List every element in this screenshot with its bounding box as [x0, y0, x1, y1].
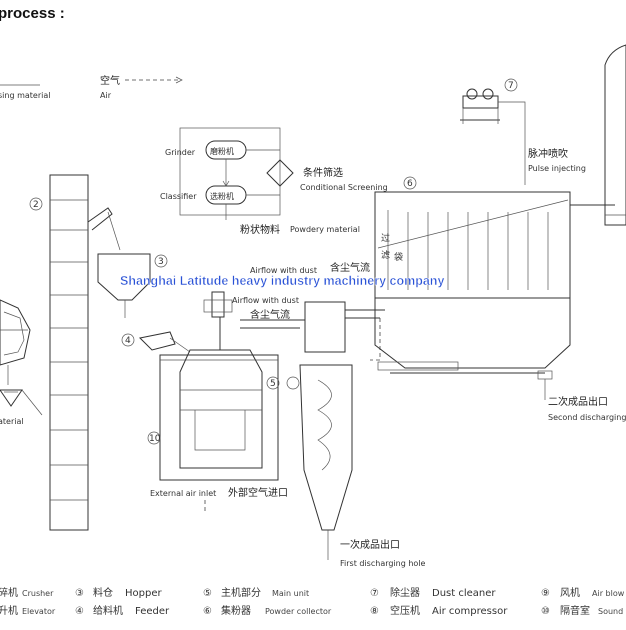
legend-air-blow-en: Air blow	[592, 589, 625, 598]
legend-main-unit-cn: 主机部分	[221, 586, 261, 599]
crusher	[0, 299, 43, 416]
pulse-label-en: Pulse injecting	[528, 164, 586, 173]
second-discharge-valve	[537, 370, 553, 380]
filter-cn-3: 袋	[394, 251, 403, 263]
sound-room	[159, 354, 279, 481]
legend-hopper-en: Hopper	[125, 588, 162, 599]
marker-10	[147, 431, 161, 445]
marker-10-label: 10	[149, 434, 161, 444]
crushing-material-label: sing material	[0, 91, 50, 100]
marker-3	[154, 254, 168, 268]
marker-8	[504, 78, 518, 92]
legend-powder-collector-en: Powder collector	[265, 607, 332, 616]
legend-air-blow-cn: 风机	[560, 586, 580, 599]
legend-air-blow-num: ⑨	[541, 588, 550, 599]
classifier-label-en: Classifier	[160, 192, 197, 201]
company-watermark: Shanghai Latitude heavy industry machine…	[120, 274, 444, 288]
cond-screen-label-en: Conditional Screening	[300, 183, 388, 192]
legend-feeder-en: Feeder	[135, 606, 170, 617]
legend-main-unit-en: Main unit	[272, 589, 309, 598]
legend-sound-en: Sound	[598, 607, 623, 616]
grinder-classifier-flow	[179, 127, 294, 220]
powdery-label-en: Powdery material	[290, 225, 360, 234]
powdery-label-cn: 粉状物料	[240, 223, 280, 236]
legend-hopper-num: ③	[75, 588, 84, 599]
legend-dust-cleaner-num: ⑦	[370, 588, 379, 599]
main-unit	[179, 291, 305, 469]
grinder-label-cn: 磨粉机	[210, 146, 234, 156]
first-discharge-en: First discharging hole	[340, 559, 426, 568]
marker-5	[266, 376, 280, 390]
cond-screen-label-cn: 条件筛选	[303, 166, 343, 179]
legend-air-compressor-en: Air compressor	[432, 606, 508, 617]
legend-dust-cleaner-cn: 除尘器	[390, 586, 420, 599]
dust-cleaner	[374, 191, 571, 374]
legend-powder-collector-num: ⑥	[203, 606, 212, 617]
marker-7	[403, 176, 417, 190]
legend-crusher-cn: 碎机	[0, 586, 18, 599]
grinder-label-en: Grinder	[165, 148, 196, 157]
marker-4-label: 4	[125, 336, 131, 346]
legend-sound-num: ⑩	[541, 606, 550, 617]
filter-cn-1: 过	[381, 232, 390, 244]
air-blower	[570, 44, 626, 226]
marker-3-label: 3	[158, 257, 164, 267]
feeder	[138, 331, 191, 353]
marker-8-label: 7	[508, 81, 514, 91]
legend-elevator-en: Elevator	[22, 607, 56, 616]
second-discharge-cn: 二次成品出口	[548, 395, 608, 408]
page-title: process :	[0, 5, 65, 22]
ext-air-label-en: External air inlet	[150, 489, 216, 498]
airflow-dust-en-1: Airflow with dust	[250, 266, 317, 275]
ext-air-label-cn: 外部空气进口	[228, 486, 288, 499]
legend-air-compressor-cn: 空压机	[390, 604, 420, 617]
legend-powder-collector-cn: 集粉器	[221, 604, 251, 617]
classifier-label-cn: 选粉机	[210, 191, 234, 201]
marker-7-label: 6	[407, 179, 413, 189]
air-label-en: Air	[100, 91, 112, 100]
bucket-elevator	[49, 174, 121, 531]
legend-sound-cn: 隔音室	[560, 604, 590, 617]
marker-6	[286, 376, 300, 390]
legend: 碎机 Crusher 升机 Elevator ③ 料仓 Hopper ④ 给料机…	[0, 586, 625, 617]
air-compressor	[460, 88, 526, 185]
first-discharge-cn: 一次成品出口	[340, 538, 400, 551]
material-label: aterial	[0, 417, 24, 426]
legend-dust-cleaner-en: Dust cleaner	[432, 588, 496, 599]
filter-cn-2: 滤	[381, 249, 390, 261]
airflow-dust-cn-2: 含尘气流	[250, 308, 290, 321]
legend-air-compressor-num: ⑧	[370, 606, 379, 617]
pulse-label-cn: 脉冲喷吹	[528, 147, 568, 160]
marker-2-label: 2	[33, 200, 39, 210]
powder-collector	[299, 301, 385, 560]
legend-crusher-en: Crusher	[22, 589, 54, 598]
marker-4	[121, 333, 135, 347]
legend-feeder-num: ④	[75, 606, 84, 617]
legend-main-unit-num: ⑤	[203, 588, 212, 599]
marker-5-label: 5	[270, 379, 276, 389]
air-arrow-icon	[175, 76, 183, 84]
airflow-dust-en-2: Airflow with dust	[232, 296, 299, 305]
legend-elevator-cn: 升机	[0, 604, 18, 617]
air-label-cn: 空气	[100, 74, 120, 87]
second-discharge-en: Second discharging	[548, 413, 626, 422]
airflow-dust-cn-1: 含尘气流	[330, 261, 370, 274]
hopper	[97, 253, 151, 318]
marker-2	[29, 197, 43, 211]
legend-feeder-cn: 给料机	[93, 604, 123, 617]
legend-hopper-cn: 料仓	[93, 586, 113, 599]
